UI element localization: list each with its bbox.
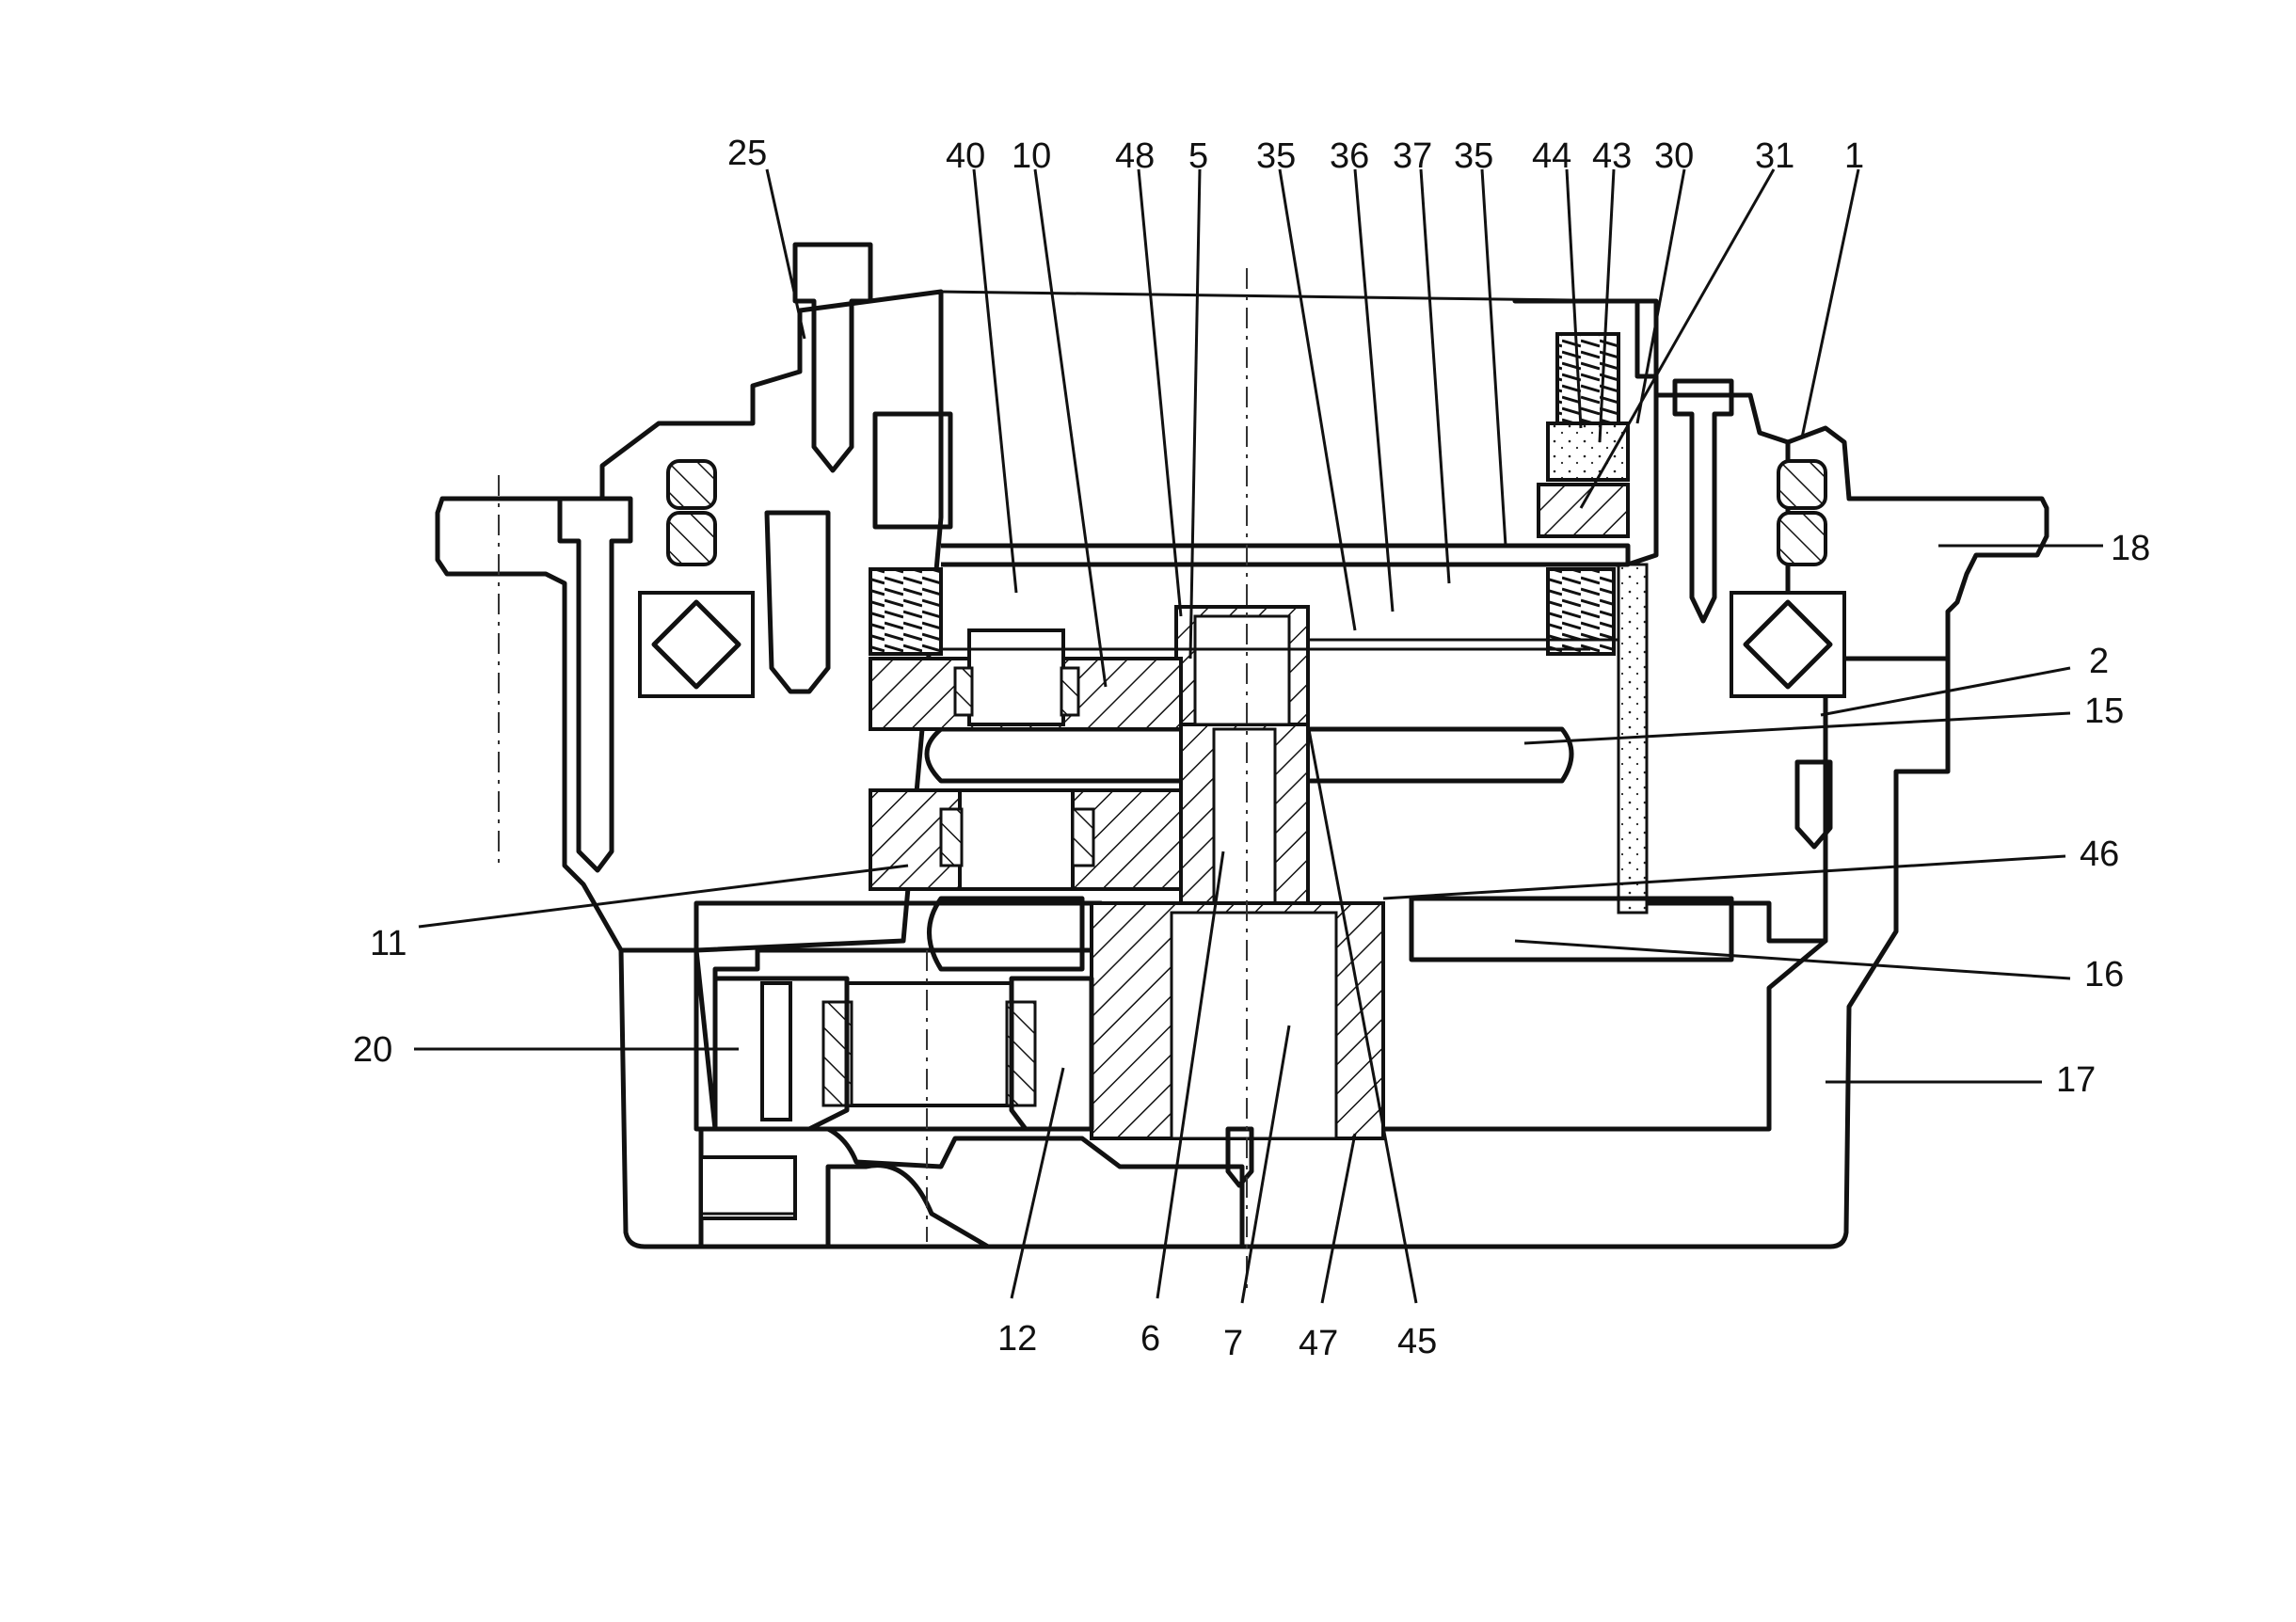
label-30: 30 bbox=[1654, 136, 1694, 176]
bolt-mid bbox=[764, 510, 831, 694]
flange-left bbox=[435, 289, 944, 953]
label-20: 20 bbox=[353, 1030, 392, 1070]
seal-right-lower bbox=[1777, 511, 1827, 566]
label-7: 7 bbox=[1223, 1324, 1243, 1363]
cross-bearing-left bbox=[638, 591, 755, 698]
label-46: 46 bbox=[2080, 835, 2119, 874]
spring-44 bbox=[1555, 332, 1620, 425]
bolt-left bbox=[557, 496, 633, 873]
bearing-10-race bbox=[967, 628, 1065, 726]
bolt-right bbox=[1672, 378, 1734, 624]
label-43: 43 bbox=[1592, 136, 1632, 176]
label-18: 18 bbox=[2111, 529, 2150, 568]
top-cover-line bbox=[940, 290, 1638, 303]
gear-16-right bbox=[1409, 896, 1734, 962]
label-37: 37 bbox=[1393, 136, 1432, 176]
plug-bottom bbox=[699, 1155, 797, 1220]
seal-left-lower bbox=[666, 511, 717, 566]
pin-right bbox=[1794, 759, 1833, 850]
label-6: 6 bbox=[1140, 1319, 1160, 1359]
label-2: 2 bbox=[2089, 642, 2109, 681]
label-44: 44 bbox=[1532, 136, 1571, 176]
label-45: 45 bbox=[1397, 1322, 1437, 1361]
cross-bearing-right-roller bbox=[1743, 599, 1833, 690]
cross-bearing-right bbox=[1730, 591, 1846, 698]
spring-40 bbox=[869, 567, 943, 656]
bearing-12-housing bbox=[712, 976, 850, 1132]
cross-bearing-left-roller bbox=[651, 599, 741, 690]
bearing-11-roller-a bbox=[939, 807, 964, 867]
label-1: 1 bbox=[1844, 136, 1864, 176]
label-5: 5 bbox=[1188, 136, 1208, 176]
label-16: 16 bbox=[2084, 955, 2124, 994]
gear-16 bbox=[927, 896, 1085, 972]
label-11: 11 bbox=[370, 924, 407, 963]
inner-top-plate bbox=[872, 411, 953, 530]
bearing-12-housing-right bbox=[1009, 976, 1094, 1132]
label-47: 47 bbox=[1299, 1324, 1338, 1363]
inner-top-step bbox=[941, 543, 1631, 567]
bush-5-bore bbox=[1193, 614, 1291, 726]
seal-left-upper bbox=[666, 459, 717, 510]
label-10: 10 bbox=[1012, 136, 1051, 176]
label-35-a: 35 bbox=[1256, 136, 1296, 176]
shaft-6-bore bbox=[1212, 727, 1277, 905]
ring-20 bbox=[760, 981, 792, 1121]
label-12: 12 bbox=[997, 1319, 1037, 1359]
bearing-10-roller-b bbox=[1060, 666, 1080, 717]
cup-bottom-notch bbox=[825, 1163, 991, 1249]
bearing-12-race bbox=[845, 981, 1013, 1107]
label-40: 40 bbox=[946, 136, 985, 176]
label-25: 25 bbox=[727, 134, 767, 173]
bearing-10-roller-a bbox=[953, 666, 974, 717]
label-31: 31 bbox=[1755, 136, 1794, 176]
bearing-11-roller-b bbox=[1071, 807, 1095, 867]
label-35-b: 35 bbox=[1454, 136, 1493, 176]
label-48: 48 bbox=[1115, 136, 1155, 176]
leader-lines bbox=[414, 168, 2103, 1304]
label-17: 17 bbox=[2056, 1060, 2096, 1100]
label-15: 15 bbox=[2084, 692, 2124, 731]
seal-right-upper bbox=[1777, 459, 1827, 510]
bolt-25 bbox=[792, 242, 873, 473]
piston-43 bbox=[1546, 421, 1630, 482]
bearing-11-race bbox=[958, 788, 1075, 891]
label-36: 36 bbox=[1330, 136, 1369, 176]
plate-31 bbox=[1537, 483, 1630, 538]
top-housing-right bbox=[1512, 298, 1828, 944]
base-block-left bbox=[698, 1126, 1245, 1249]
